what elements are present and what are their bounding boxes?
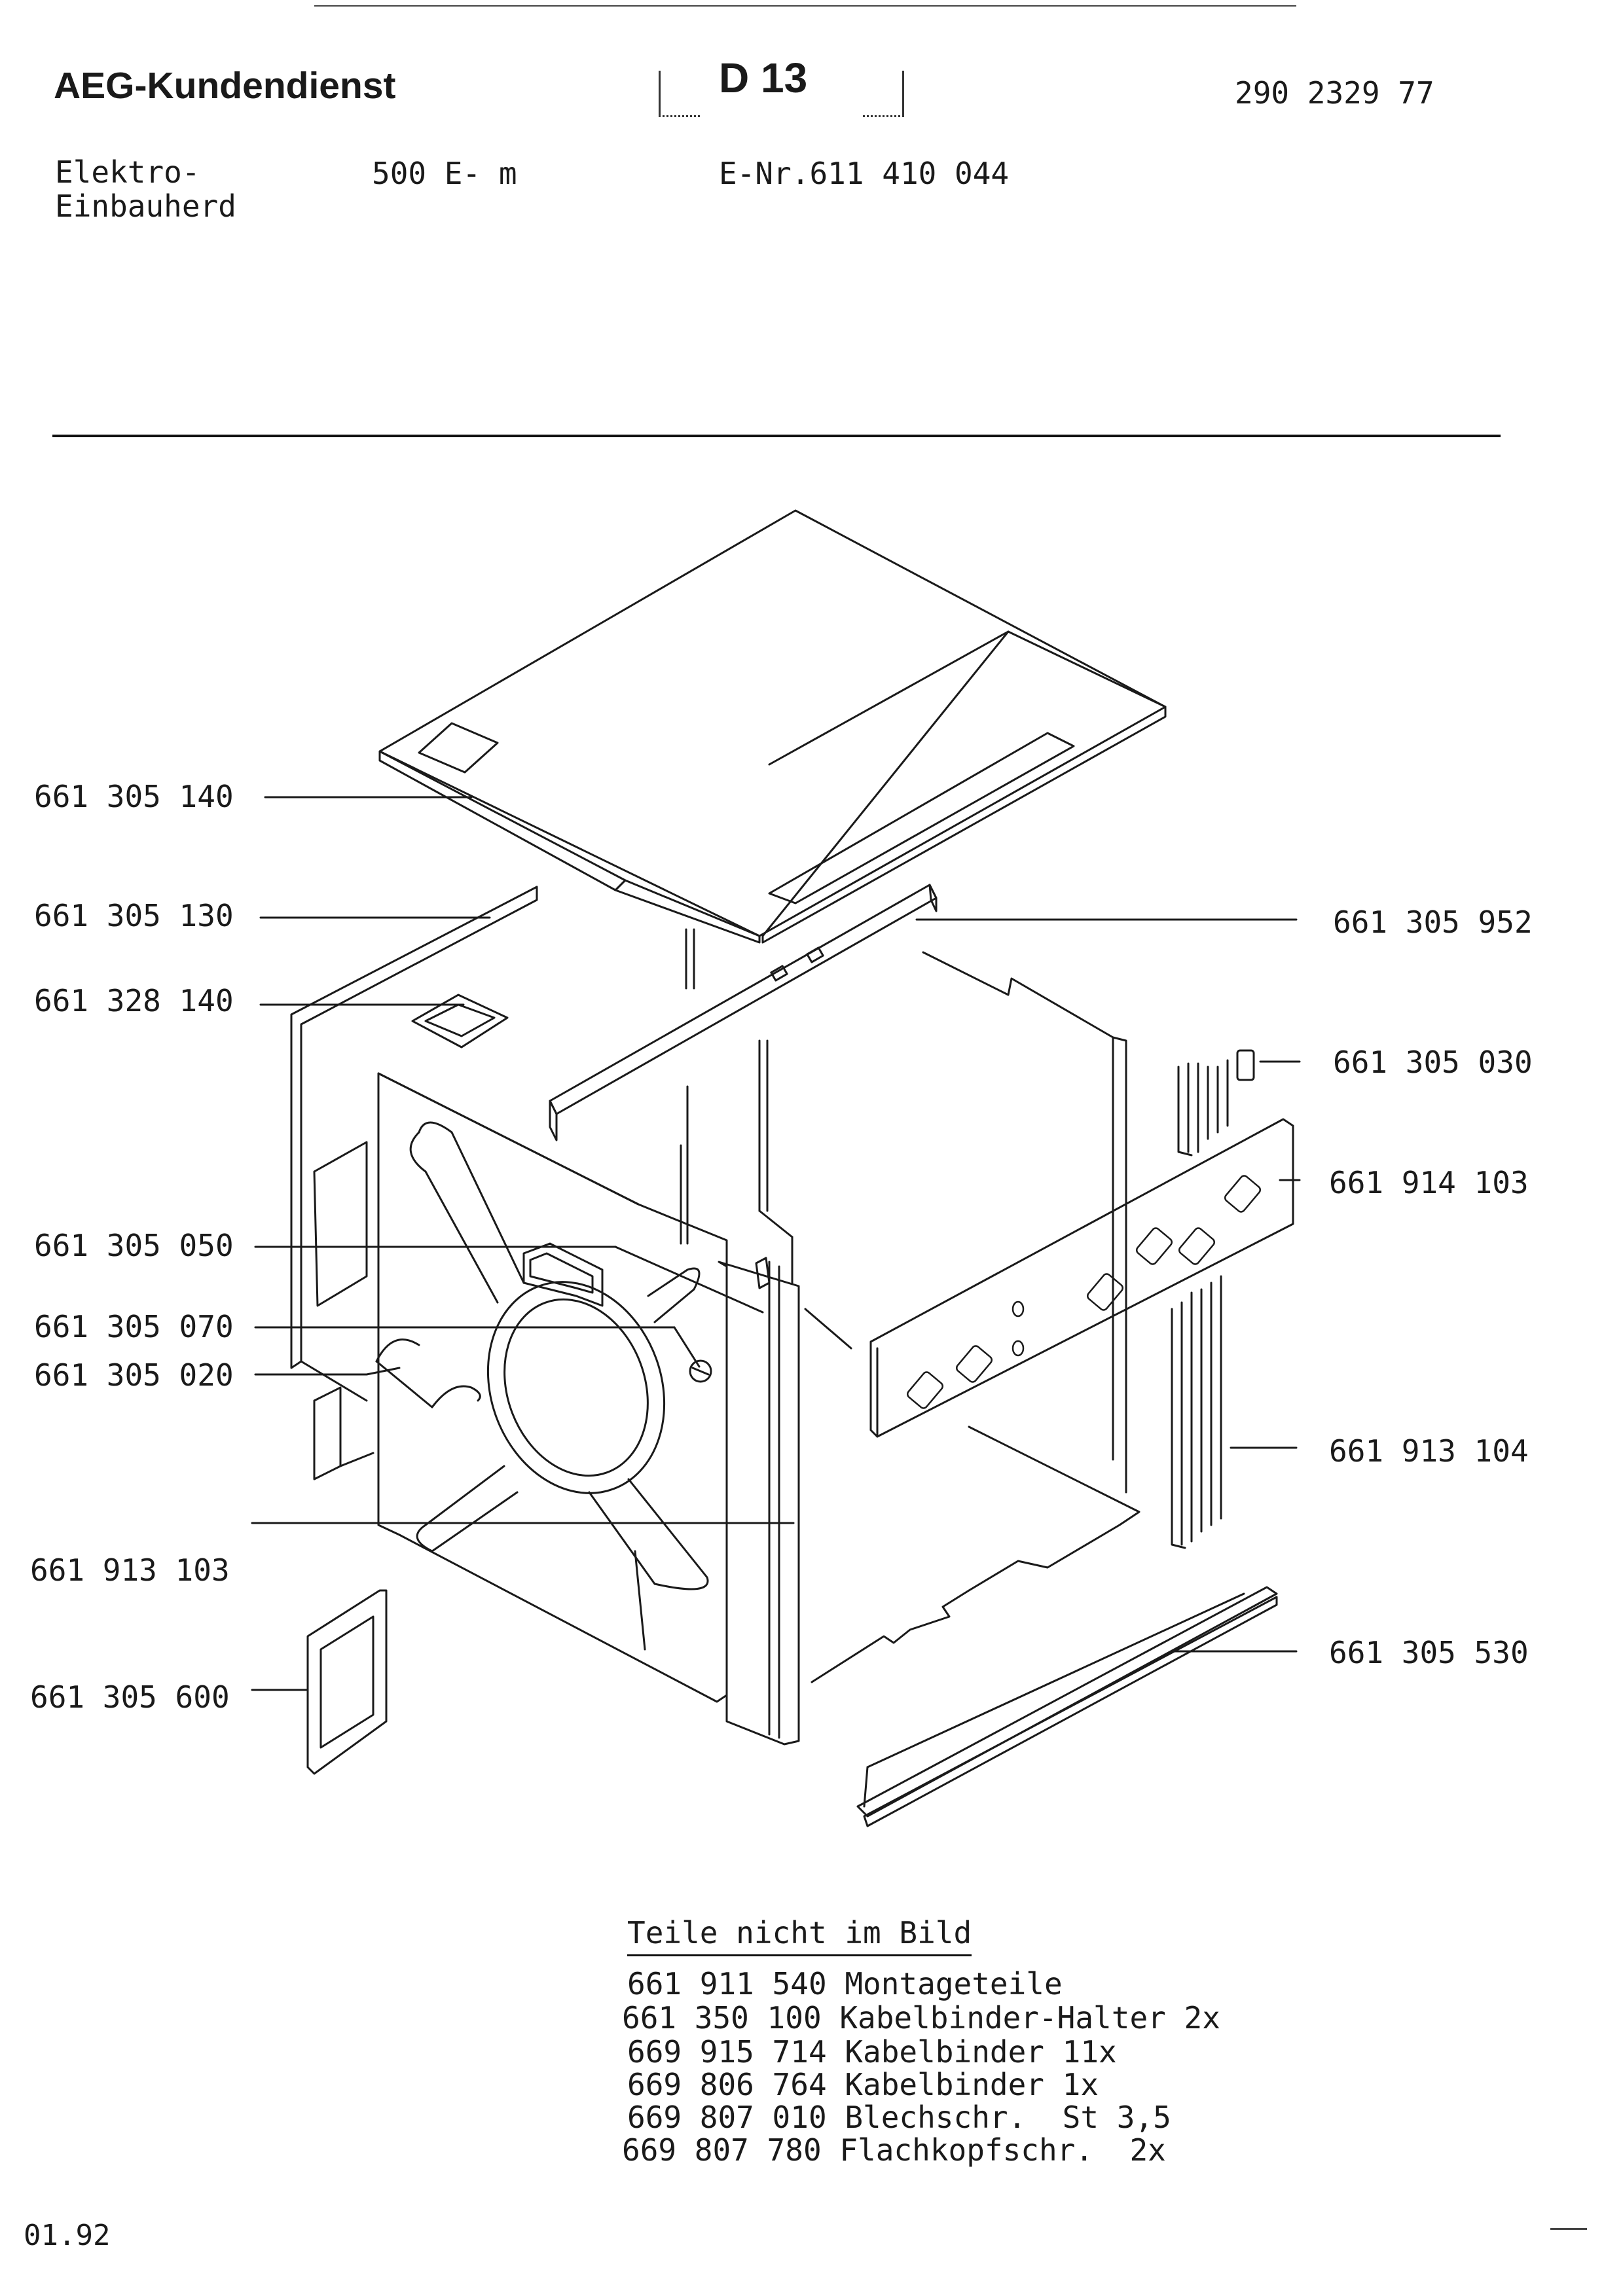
parts-not-shown-item: 661 911 540 Montageteile <box>627 1966 1063 2001</box>
sheet-code-bracket-left <box>659 71 700 117</box>
parts-not-shown-item: 669 807 010 Blechschr. St 3,5 <box>627 2100 1171 2135</box>
brand-title: AEG-Kundendienst <box>54 65 396 107</box>
callout-right-5: 661 305 530 <box>1329 1635 1529 1670</box>
product-type-line2: Einbauherd <box>55 188 236 224</box>
side-wall-spider <box>409 1121 709 1651</box>
parts-not-shown-item: 661 350 100 Kabelbinder-Halter 2x <box>622 2000 1220 2036</box>
document-number: 290 2329 77 <box>1235 75 1434 111</box>
sheet-code: D 13 <box>719 54 808 101</box>
e-number: E-Nr.611 410 044 <box>719 156 1010 191</box>
callout-right-1: 661 305 952 <box>1333 905 1533 940</box>
bottom-rail <box>856 1586 1278 1827</box>
model-name: 500 E- m <box>372 156 517 191</box>
door-frame-profiles <box>1171 1049 1255 1549</box>
parts-not-shown-item: 669 806 764 Kabelbinder 1x <box>627 2067 1099 2102</box>
small-bracket <box>306 1589 388 1775</box>
callout-right-3: 661 914 103 <box>1329 1165 1529 1200</box>
header-divider <box>52 435 1501 437</box>
corner-mark <box>1550 2228 1587 2230</box>
callout-left-8: 661 305 600 <box>30 1679 230 1715</box>
sheet-code-bracket-right <box>863 71 904 117</box>
parts-not-shown-title: Teile nicht im Bild <box>627 1915 972 1956</box>
callout-left-3: 661 328 140 <box>34 983 234 1018</box>
callout-left-4: 661 305 050 <box>34 1228 234 1263</box>
callout-left-5: 661 305 070 <box>34 1309 234 1344</box>
parts-not-shown-item: 669 915 714 Kabelbinder 11x <box>627 2034 1117 2070</box>
front-frame-top-rail <box>549 884 938 1141</box>
callout-left-7: 661 913 103 <box>30 1552 230 1588</box>
header-edge-line <box>314 5 1296 7</box>
callout-right-4: 661 913 104 <box>1329 1433 1529 1469</box>
callout-left-6: 661 305 020 <box>34 1357 234 1393</box>
top-cover-panel <box>378 509 1167 944</box>
parts-not-shown-item: 669 807 780 Flachkopfschr. 2x <box>622 2132 1166 2168</box>
callout-right-2: 661 305 030 <box>1333 1045 1533 1080</box>
heat-shield-small <box>411 994 509 1049</box>
callout-left-1: 661 305 140 <box>34 779 234 814</box>
product-type-line1: Elektro- <box>55 154 200 190</box>
revision-date: 01.92 <box>24 2219 111 2252</box>
leader-lines <box>251 796 1301 1691</box>
cabinet-body <box>290 886 1140 1746</box>
control-panel <box>869 1118 1294 1438</box>
clip-parts <box>375 1257 771 1408</box>
callout-left-2: 661 305 130 <box>34 898 234 933</box>
